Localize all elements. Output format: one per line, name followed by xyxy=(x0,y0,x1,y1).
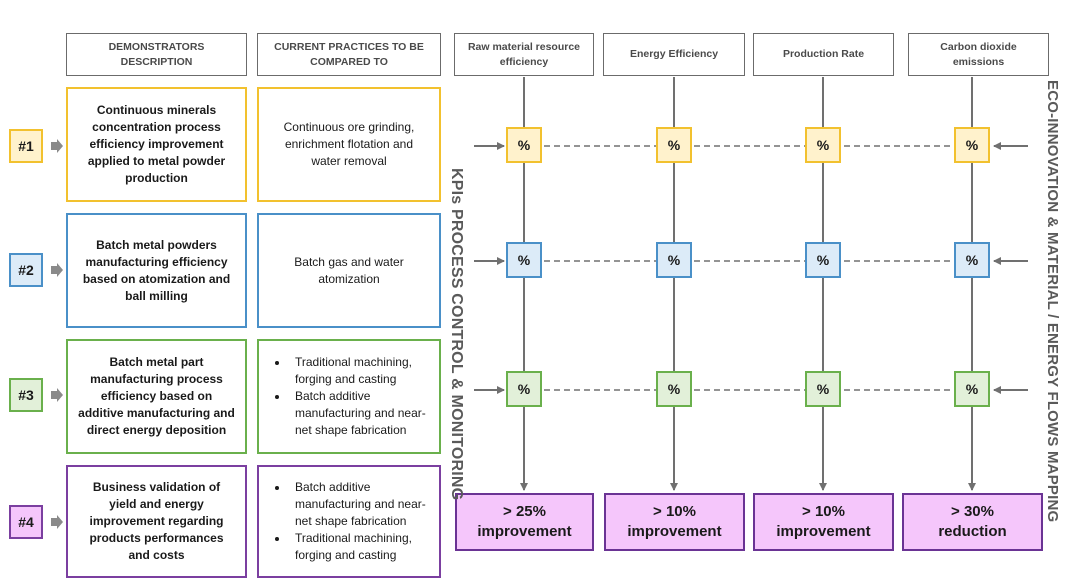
badge-arrow-1 xyxy=(51,139,63,153)
demonstrator-badge-4: #4 xyxy=(9,505,43,539)
header-kpi-raw-material: Raw material resource efficiency xyxy=(454,33,594,76)
badge-arrow-2 xyxy=(51,263,63,277)
target-value: > 10% xyxy=(653,503,696,520)
practice-item: Traditional machining, forging and casti… xyxy=(289,354,429,388)
target-caption: improvement xyxy=(477,523,572,540)
demonstrator-badge-2: #2 xyxy=(9,253,43,287)
header-kpi-co2: Carbon dioxide emissions xyxy=(908,33,1049,76)
kpi-cell-1-2: % xyxy=(656,127,692,163)
current-practice-3: Traditional machining, forging and casti… xyxy=(257,339,441,454)
current-practice-2: Batch gas and water atomization xyxy=(257,213,441,328)
kpi-cell-3-4: % xyxy=(954,371,990,407)
current-practice-4: Batch additive manufacturing and near-ne… xyxy=(257,465,441,578)
eco-innovation-label: ECO-INNOVATION & MATERIAL / ENERGY FLOWS… xyxy=(1044,80,1061,523)
kpi-cell-1-3: % xyxy=(805,127,841,163)
kpi-cell-3-1: % xyxy=(506,371,542,407)
kpi-cell-1-1: % xyxy=(506,127,542,163)
target-value: > 25% xyxy=(503,503,546,520)
practice-item: Traditional machining, forging and casti… xyxy=(289,530,429,564)
target-caption: improvement xyxy=(627,523,722,540)
target-value: > 30% xyxy=(951,503,994,520)
demonstrator-badge-1: #1 xyxy=(9,129,43,163)
demonstrator-description-2: Batch metal powders manufacturing effici… xyxy=(66,213,247,328)
kpi-cell-2-4: % xyxy=(954,242,990,278)
header-kpi-energy: Energy Efficiency xyxy=(603,33,745,76)
demonstrator-description-1: Continuous minerals concentration proces… xyxy=(66,87,247,202)
target-box-energy: > 10% improvement xyxy=(604,493,745,551)
kpi-cell-1-4: % xyxy=(954,127,990,163)
kpi-cell-2-3: % xyxy=(805,242,841,278)
current-practice-4-list: Batch additive manufacturing and near-ne… xyxy=(269,479,429,564)
target-box-raw-material: > 25% improvement xyxy=(455,493,594,551)
kpi-cell-2-2: % xyxy=(656,242,692,278)
demonstrator-description-3: Batch metal part manufacturing process e… xyxy=(66,339,247,454)
header-practices: CURRENT PRACTICES TO BE COMPARED TO xyxy=(257,33,441,76)
demonstrator-description-4: Business validation of yield and energy … xyxy=(66,465,247,578)
header-kpi-production-rate: Production Rate xyxy=(753,33,894,76)
current-practice-3-list: Traditional machining, forging and casti… xyxy=(269,354,429,439)
practice-item: Batch additive manufacturing and near-ne… xyxy=(289,479,429,530)
target-box-co2: > 30% reduction xyxy=(902,493,1043,551)
target-box-production-rate: > 10% improvement xyxy=(753,493,894,551)
header-demonstrators: DEMONSTRATORS DESCRIPTION xyxy=(66,33,247,76)
badge-arrow-3 xyxy=(51,388,63,402)
demonstrator-badge-3: #3 xyxy=(9,378,43,412)
kpi-cell-2-1: % xyxy=(506,242,542,278)
kpi-cell-3-2: % xyxy=(656,371,692,407)
practice-item: Batch additive manufacturing and near-ne… xyxy=(289,388,429,439)
target-caption: reduction xyxy=(938,523,1007,540)
badge-arrow-4 xyxy=(51,515,63,529)
target-value: > 10% xyxy=(802,503,845,520)
target-caption: improvement xyxy=(776,523,871,540)
kpi-process-control-label: KPIs PROCESS CONTROL & MONITORING xyxy=(448,168,465,501)
kpi-cell-3-3: % xyxy=(805,371,841,407)
current-practice-1: Continuous ore grinding, enrichment flot… xyxy=(257,87,441,202)
